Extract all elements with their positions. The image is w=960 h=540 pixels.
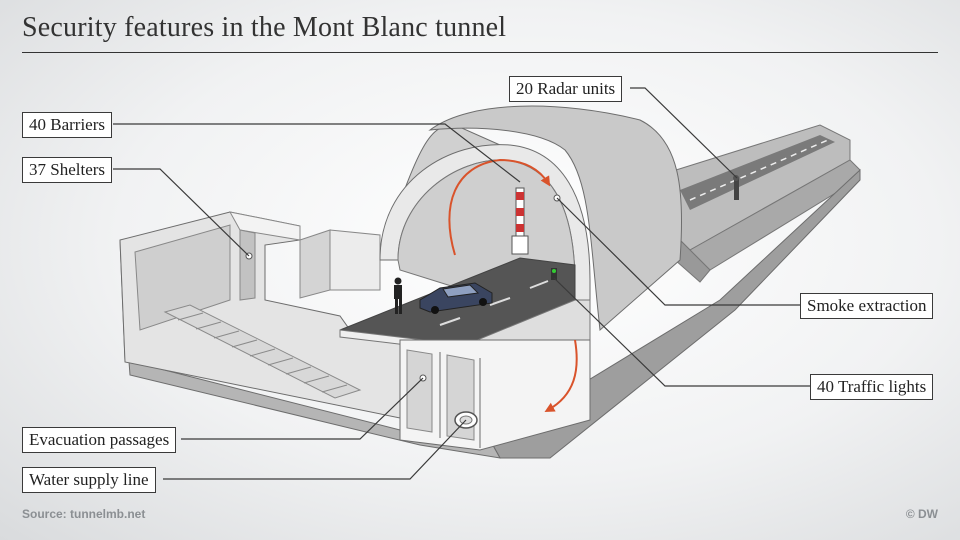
traffic-lights-label: 40 Traffic lights (810, 374, 934, 400)
barriers-label: 40 Barriers (22, 112, 113, 138)
evacuation-passages-label: Evacuation passages (22, 427, 177, 453)
airflow-arrows (448, 158, 578, 412)
shelter-block (119, 211, 411, 421)
radar-unit-illustration (733, 175, 739, 200)
smoke-extraction-label: Smoke extraction (800, 293, 934, 319)
dw-copyright: © DW (905, 507, 938, 521)
tunnel-tube (339, 105, 683, 451)
traffic-light-illustration (551, 268, 557, 280)
barrier-post-illustration (511, 187, 529, 255)
source-credit: Source: tunnelmb.net (22, 507, 146, 521)
shelters-label: 37 Shelters (22, 157, 113, 183)
radar-units-label: 20 Radar units (509, 76, 623, 102)
page-title: Security features in the Mont Blanc tunn… (22, 12, 507, 43)
water-supply-line-label: Water supply line (22, 467, 156, 493)
person-illustration (394, 277, 402, 314)
title-divider (22, 52, 938, 53)
callout-leader-lines (113, 87, 810, 480)
car-illustration (419, 282, 493, 314)
